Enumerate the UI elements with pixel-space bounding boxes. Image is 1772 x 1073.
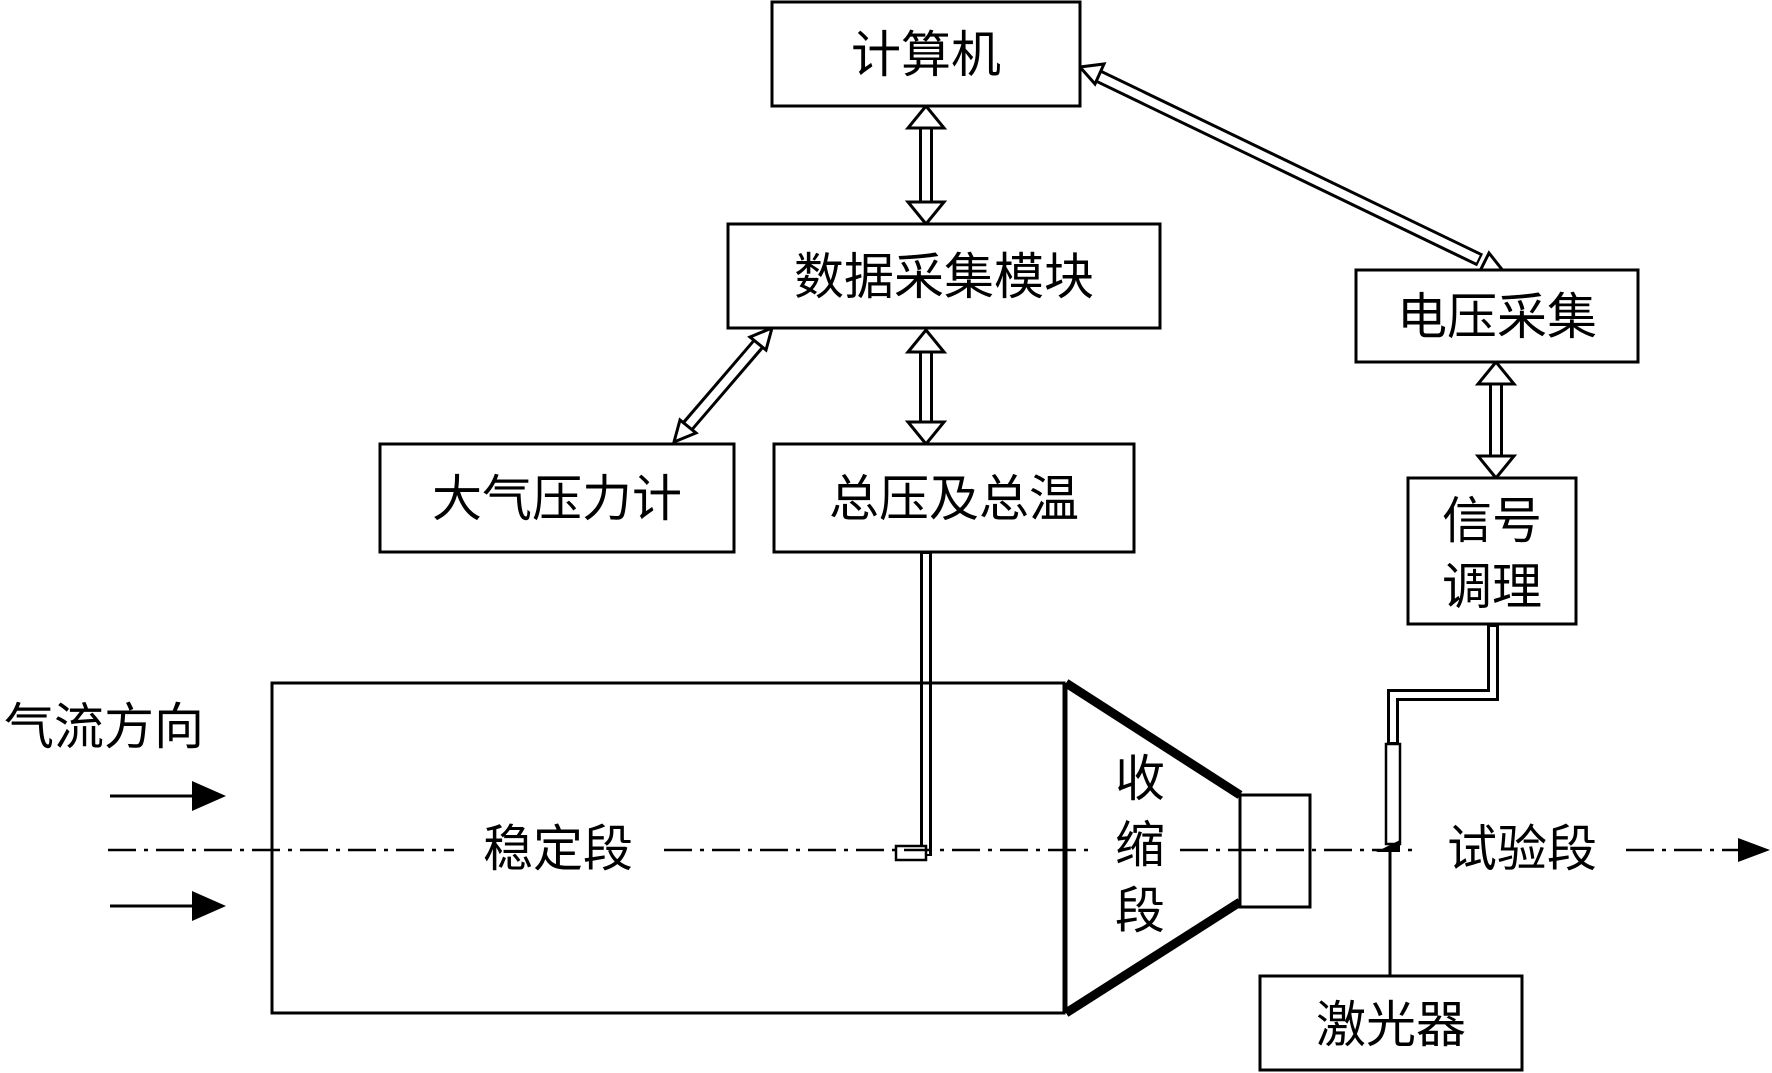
flow-direction-label: 气流方向 — [4, 698, 204, 756]
box-daq-module: 数据采集模块 — [726, 222, 1162, 330]
outflow-arrowhead — [1738, 838, 1770, 862]
arrow-daq-total — [904, 327, 948, 447]
box-voltage-acquisition: 电压采集 — [1354, 268, 1640, 364]
laser: 激光器 — [1258, 852, 1524, 1072]
box-total-pressure-temperature: 总压及总温 — [772, 442, 1136, 554]
total-pressure-temperature-label: 总压及总温 — [829, 470, 1079, 528]
arrow-computer-daq — [904, 103, 948, 227]
box-barometer: 大气压力计 — [378, 442, 736, 554]
voltage-acquisition-label: 电压采集 — [1397, 288, 1597, 346]
probe-total-pressure — [894, 552, 932, 862]
daq-module-label: 数据采集模块 — [794, 248, 1094, 306]
computer-label: 计算机 — [851, 26, 1001, 84]
contraction-label-1: 收 — [1115, 750, 1165, 808]
laser-label: 激光器 — [1316, 996, 1466, 1054]
connectors — [671, 62, 1518, 862]
arrow-daq-barometer — [671, 325, 775, 445]
contraction-section — [1066, 683, 1240, 1013]
arrow-voltage-signal — [1474, 359, 1518, 481]
box-computer: 计算机 — [770, 0, 1082, 108]
inflow-arrow-lower — [110, 891, 226, 921]
signal-conditioning-label-2: 调理 — [1442, 558, 1542, 616]
test-section-label: 试验段 — [1447, 820, 1597, 878]
box-signal-conditioning: 信号 调理 — [1406, 476, 1578, 626]
signal-conditioning-label-1: 信号 — [1442, 492, 1542, 550]
inflow-arrow-upper — [110, 781, 226, 811]
contraction-label-2: 缩 — [1115, 816, 1165, 874]
settling-chamber-label: 稳定段 — [483, 820, 633, 878]
wind-tunnel: 气流方向 稳定段 收 缩 段 试验段 — [4, 679, 1770, 1017]
settling-chamber — [270, 681, 1066, 1015]
contraction-label-3: 段 — [1115, 882, 1165, 940]
probe-signal-line — [1376, 625, 1499, 852]
barometer-label: 大气压力计 — [432, 470, 682, 528]
